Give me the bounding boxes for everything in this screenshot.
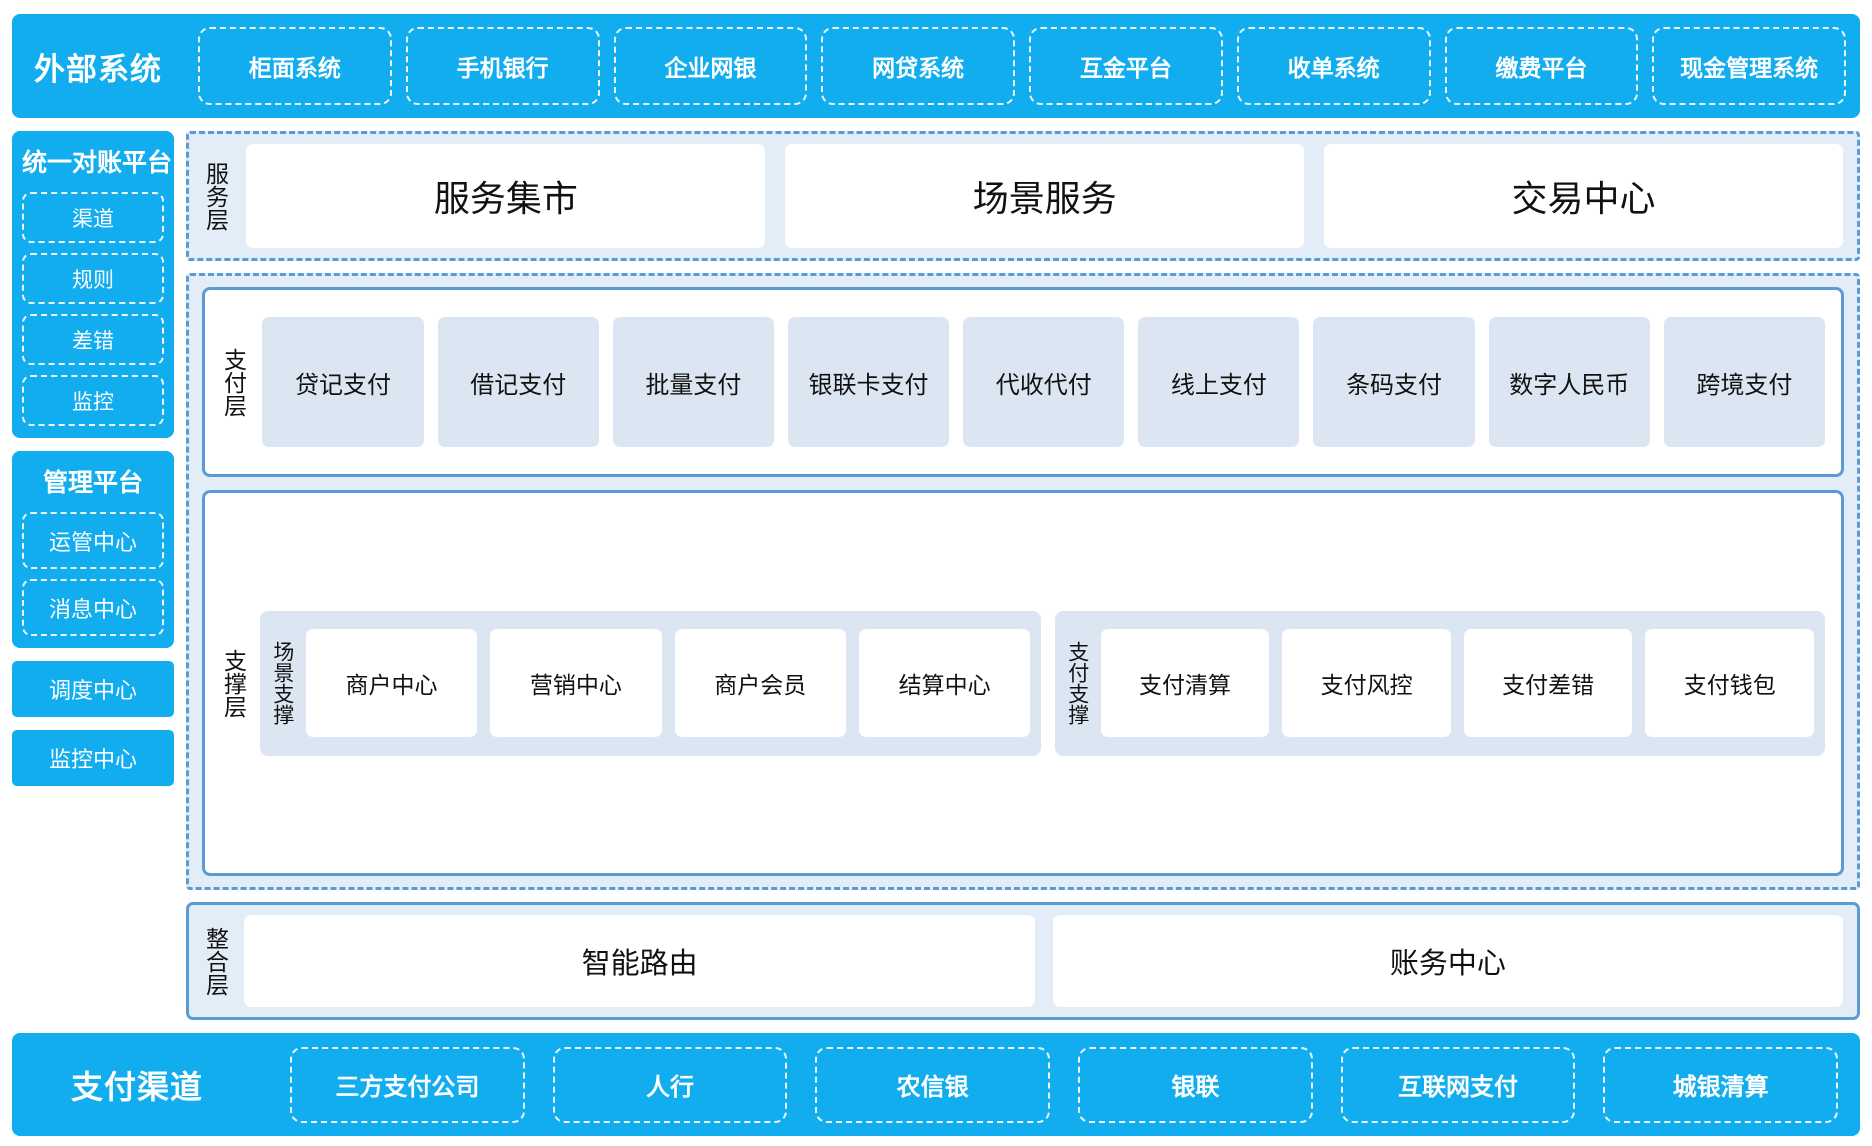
payment-card-barcode[interactable]: 条码支付 [1313, 317, 1474, 447]
support-card-payment-risk[interactable]: 支付风控 [1282, 629, 1451, 737]
core-platform-section: 支付层 贷记支付 借记支付 批量支付 银联卡支付 代收代付 线上支付 条码支付 … [186, 273, 1860, 890]
integration-layer-label: 整合层 [203, 927, 226, 996]
middle-region: 统一对账平台 渠道 规则 差错 监控 管理平台 运管中心 消息中心 调度中心 监… [12, 131, 1860, 1020]
support-layer-label: 支撑层 [221, 649, 244, 718]
support-group-payment: 支付支撑 支付清算 支付风控 支付差错 支付钱包 [1055, 611, 1825, 756]
service-card-transaction-center[interactable]: 交易中心 [1324, 144, 1843, 248]
payment-card-credit[interactable]: 贷记支付 [262, 317, 423, 447]
external-system-chip-mobile-bank[interactable]: 手机银行 [406, 27, 600, 105]
reconciliation-platform-title: 统一对账平台 [22, 141, 164, 182]
management-platform-title: 管理平台 [22, 461, 164, 502]
sidebar-item-channel[interactable]: 渠道 [22, 192, 164, 243]
payment-support-label: 支付支撑 [1066, 641, 1087, 725]
service-layer-section: 服务层 服务集市 场景服务 交易中心 [186, 131, 1860, 261]
sidebar-item-operations-center[interactable]: 运管中心 [22, 512, 164, 569]
support-card-marketing-center[interactable]: 营销中心 [490, 629, 661, 737]
support-layer-groups: 场景支撑 商户中心 营销中心 商户会员 结算中心 支付支撑 支付清算 支付风控 … [260, 505, 1825, 861]
payment-channel-band: 支付渠道 三方支付公司 人行 农信银 银联 互联网支付 城银清算 [12, 1033, 1860, 1136]
channel-chip-rcc[interactable]: 农信银 [815, 1047, 1050, 1123]
external-system-chip-online-loan[interactable]: 网贷系统 [821, 27, 1015, 105]
external-system-chip-corporate-bank[interactable]: 企业网银 [614, 27, 808, 105]
sidebar-item-message-center[interactable]: 消息中心 [22, 579, 164, 636]
payment-card-batch[interactable]: 批量支付 [613, 317, 774, 447]
service-layer-label: 服务层 [203, 162, 226, 231]
sidebar-item-monitor[interactable]: 监控 [22, 375, 164, 426]
external-system-chip-internet-finance[interactable]: 互金平台 [1029, 27, 1223, 105]
sidebar-item-error[interactable]: 差错 [22, 314, 164, 365]
payment-card-cross-border[interactable]: 跨境支付 [1664, 317, 1825, 447]
external-system-chip-acquiring[interactable]: 收单系统 [1237, 27, 1431, 105]
external-system-chip-bill-payment[interactable]: 缴费平台 [1445, 27, 1639, 105]
support-card-settlement-center[interactable]: 结算中心 [859, 629, 1030, 737]
external-systems-title: 外部系统 [12, 44, 184, 89]
service-card-scene-service[interactable]: 场景服务 [785, 144, 1304, 248]
support-card-merchant-center[interactable]: 商户中心 [306, 629, 477, 737]
support-group-scene: 场景支撑 商户中心 营销中心 商户会员 结算中心 [260, 611, 1041, 756]
payment-card-digital-rmb[interactable]: 数字人民币 [1489, 317, 1650, 447]
integration-card-accounting-center[interactable]: 账务中心 [1053, 915, 1843, 1007]
service-card-marketplace[interactable]: 服务集市 [246, 144, 765, 248]
sidebar: 统一对账平台 渠道 规则 差错 监控 管理平台 运管中心 消息中心 调度中心 监… [12, 131, 174, 1020]
sidebar-item-rule[interactable]: 规则 [22, 253, 164, 304]
channel-chip-city-bank-clearing[interactable]: 城银清算 [1603, 1047, 1838, 1123]
payment-card-online[interactable]: 线上支付 [1138, 317, 1299, 447]
payment-layer-cards: 贷记支付 借记支付 批量支付 银联卡支付 代收代付 线上支付 条码支付 数字人民… [262, 317, 1825, 447]
sidebar-item-scheduling-center[interactable]: 调度中心 [12, 661, 174, 717]
integration-layer-section: 整合层 智能路由 账务中心 [186, 902, 1860, 1020]
external-systems-band: 外部系统 柜面系统 手机银行 企业网银 网贷系统 互金平台 收单系统 缴费平台 … [12, 14, 1860, 118]
support-card-merchant-member[interactable]: 商户会员 [675, 629, 846, 737]
payment-layer-label: 支付层 [221, 348, 244, 417]
channel-chip-unionpay[interactable]: 银联 [1078, 1047, 1313, 1123]
support-card-payment-error[interactable]: 支付差错 [1464, 629, 1633, 737]
scene-support-label: 场景支撑 [271, 641, 292, 725]
integration-card-smart-routing[interactable]: 智能路由 [244, 915, 1034, 1007]
support-card-payment-wallet[interactable]: 支付钱包 [1645, 629, 1814, 737]
payment-card-collection-payment[interactable]: 代收代付 [963, 317, 1124, 447]
external-system-chip-cash-management[interactable]: 现金管理系统 [1652, 27, 1846, 105]
payment-layer-section: 支付层 贷记支付 借记支付 批量支付 银联卡支付 代收代付 线上支付 条码支付 … [202, 287, 1844, 477]
external-system-chip-counter[interactable]: 柜面系统 [198, 27, 392, 105]
channel-chip-internet-payment[interactable]: 互联网支付 [1341, 1047, 1576, 1123]
payment-card-debit[interactable]: 借记支付 [438, 317, 599, 447]
channel-chip-pboc[interactable]: 人行 [553, 1047, 788, 1123]
sidebar-item-monitoring-center[interactable]: 监控中心 [12, 730, 174, 786]
payment-card-unionpay[interactable]: 银联卡支付 [788, 317, 949, 447]
sidebar-group-reconciliation: 统一对账平台 渠道 规则 差错 监控 [12, 131, 174, 438]
main-column: 服务层 服务集市 场景服务 交易中心 支付层 贷记支付 借记支付 批量支付 银联… [186, 131, 1860, 1020]
support-layer-section: 支撑层 场景支撑 商户中心 营销中心 商户会员 结算中心 支付支撑 支付清算 [202, 490, 1844, 876]
payment-channel-title: 支付渠道 [12, 1062, 262, 1108]
support-card-payment-clearing[interactable]: 支付清算 [1101, 629, 1270, 737]
channel-chip-third-party[interactable]: 三方支付公司 [290, 1047, 525, 1123]
sidebar-group-management: 管理平台 运管中心 消息中心 [12, 451, 174, 648]
